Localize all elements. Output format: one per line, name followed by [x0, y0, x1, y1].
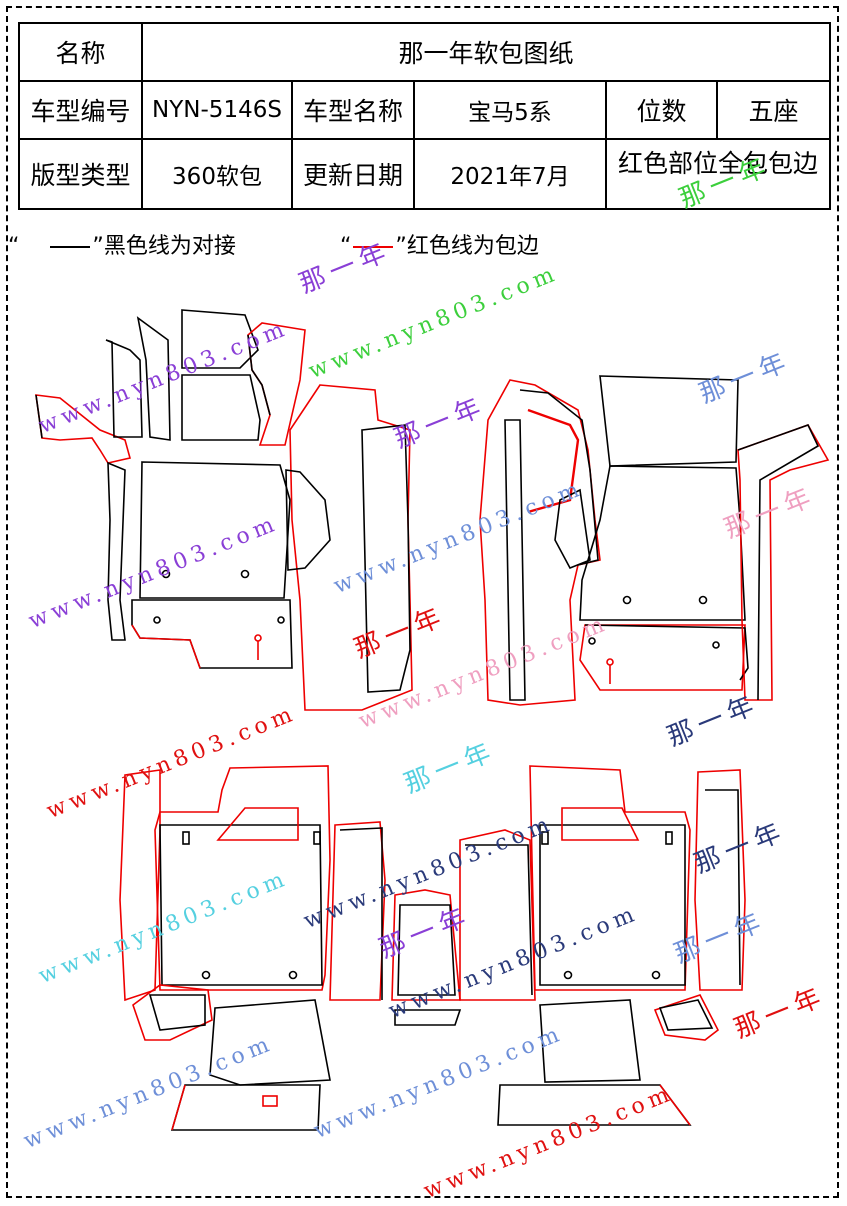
quote-mark: “	[340, 234, 352, 259]
legend-black-text: 黑色线为对接	[103, 234, 236, 259]
model-name-label: 车型名称	[291, 80, 415, 140]
page-border	[6, 6, 839, 1198]
model-no-value: NYN-5146S	[141, 80, 293, 140]
name-label: 名称	[18, 22, 143, 82]
table-row: 名称 那一年软包图纸	[18, 22, 832, 82]
front-right-mat-group	[479, 375, 830, 706]
seats-value: 五座	[715, 80, 832, 140]
table-row: 车型编号 NYN-5146S 车型名称 宝马5系 位数 五座	[18, 80, 832, 140]
front-left-mat-group	[35, 309, 306, 669]
front-left-side-panel	[285, 384, 413, 711]
rear-right-mat-group	[497, 765, 746, 1126]
red-line-sample	[353, 246, 394, 248]
legend-red-text: 红色线为包边	[406, 234, 539, 259]
update-label: 更新日期	[291, 138, 415, 210]
model-name-value: 宝马5系	[413, 80, 607, 140]
rear-left-mat-group	[119, 765, 386, 1131]
model-no-label: 车型编号	[18, 80, 143, 140]
info-table: 名称 那一年软包图纸 车型编号 NYN-5146S 车型名称 宝马5系 位数 五…	[18, 22, 832, 210]
red-note: 红色部位全包包边	[604, 138, 832, 210]
quote-mark: “	[8, 234, 20, 259]
rear-center-tunnel-group	[391, 829, 536, 1026]
pattern-piece	[119, 769, 161, 1002]
update-value: 2021年7月	[413, 138, 607, 210]
table-row: 版型类型 360软包 更新日期 2021年7月 红色部位全包包边	[18, 138, 832, 210]
pattern-piece	[289, 384, 413, 711]
quote-mark: ”	[92, 234, 104, 259]
pattern-type-value: 360软包	[141, 138, 293, 210]
seats-label: 位数	[605, 80, 718, 140]
quote-mark: ”	[395, 234, 407, 259]
black-line-sample	[50, 246, 91, 248]
legend-black: “ ”黑色线为对接	[8, 228, 236, 260]
legend-red: “ ”红色线为包边	[340, 228, 539, 260]
pattern-piece	[529, 765, 691, 991]
pattern-piece	[391, 889, 461, 1001]
pattern-piece	[479, 379, 601, 706]
name-value: 那一年软包图纸	[140, 22, 832, 82]
pattern-type-label: 版型类型	[18, 138, 143, 210]
